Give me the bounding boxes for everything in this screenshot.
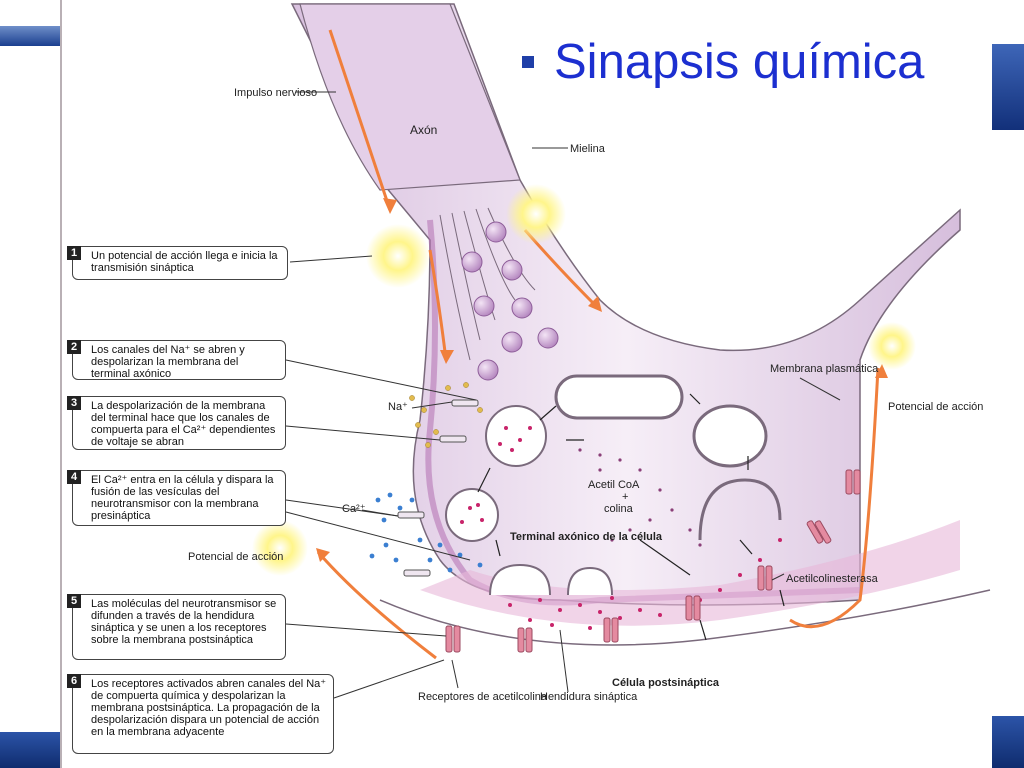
leader-lines [285, 91, 841, 699]
organelle-fusing [698, 478, 782, 541]
nt-dots [460, 426, 782, 630]
label-ca: Ca²⁺ [342, 503, 366, 515]
slide-decoration-top-left [0, 26, 60, 46]
postsynaptic-membrane [379, 589, 991, 646]
synaptic-cleft-fill [420, 520, 960, 626]
step-text: Un potencial de acción llega e inicia la… [91, 250, 278, 274]
step-number: 6 [67, 674, 81, 688]
label-terminal: Terminal axónico de la célula [510, 531, 663, 543]
organelle-right [692, 404, 768, 468]
nt-vesicles [445, 405, 547, 542]
label-potencial-left: Potencial de acción [188, 551, 283, 563]
step-number: 3 [67, 396, 81, 410]
step-text: Los canales del Na⁺ se abren y despolari… [91, 344, 245, 380]
ion-channels [397, 399, 479, 577]
label-hendidura: Hendidura sináptica [540, 691, 638, 703]
figure-frame [60, 0, 996, 768]
arrowheads [316, 198, 888, 562]
label-impulso: Impulso nervioso [234, 87, 317, 99]
label-na: Na⁺ [388, 401, 408, 413]
label-celula-post: Célula postsináptica [612, 677, 720, 689]
flow-arrows [477, 393, 785, 641]
label-plus: + [622, 491, 628, 503]
slide-decoration-top-right [992, 44, 1024, 130]
step-box-4: 4 El Ca²⁺ entra en la célula y dispara l… [67, 470, 286, 526]
label-membrana: Membrana plasmática [770, 363, 879, 375]
slide-title: Sinapsis química [554, 35, 925, 89]
step-text: Los receptores activados abren canales d… [91, 678, 327, 738]
step-box-1: 1 Un potencial de acción llega e inicia … [67, 246, 288, 280]
action-potential-flashes [252, 184, 916, 576]
step-box-5: 5 Las moléculas del neurotransmisor se d… [67, 594, 286, 660]
step-text: La despolarización de la membrana del te… [91, 400, 276, 448]
step-number: 1 [67, 246, 81, 260]
label-receptores: Receptores de acetilcolina [418, 691, 548, 703]
label-colina: colina [604, 503, 634, 515]
choline-dots [578, 448, 702, 547]
slide-left-margin [0, 0, 60, 768]
step-box-2: 2 Los canales del Na⁺ se abren y despola… [67, 340, 286, 380]
step-text: El Ca²⁺ entra en la célula y dispara la … [91, 474, 274, 522]
title-bullet-icon [522, 56, 534, 68]
label-potencial-right: Potencial de acción [888, 401, 983, 413]
microtubules [439, 207, 536, 361]
label-acetilcolinesterasa: Acetilcolinesterasa [786, 573, 879, 585]
na-ions [409, 382, 483, 448]
slide-decoration-bottom-right [992, 716, 1024, 768]
step-number: 2 [67, 340, 81, 354]
title-row: Sinapsis química [522, 34, 924, 90]
step-box-3: 3 La despolarización de la membrana del … [67, 396, 286, 450]
label-acetil-coa: Acetil CoA [588, 479, 640, 491]
vesicles [461, 221, 559, 381]
myelin-sheath [299, 3, 521, 191]
acetylcholine-receptors [445, 469, 861, 653]
organelle-upper [554, 374, 684, 420]
step-number: 4 [67, 470, 81, 484]
step-text: Las moléculas del neurotransmisor se dif… [91, 598, 277, 646]
slide-decoration-bottom-left [0, 732, 60, 768]
step-box-6: 6 Los receptores activados abren canales… [67, 674, 334, 754]
label-axon: Axón [410, 123, 437, 137]
label-mielina: Mielina [570, 143, 606, 155]
ca-ions [369, 492, 483, 575]
step-number: 5 [67, 594, 81, 608]
fusing-vesicles [489, 563, 613, 596]
